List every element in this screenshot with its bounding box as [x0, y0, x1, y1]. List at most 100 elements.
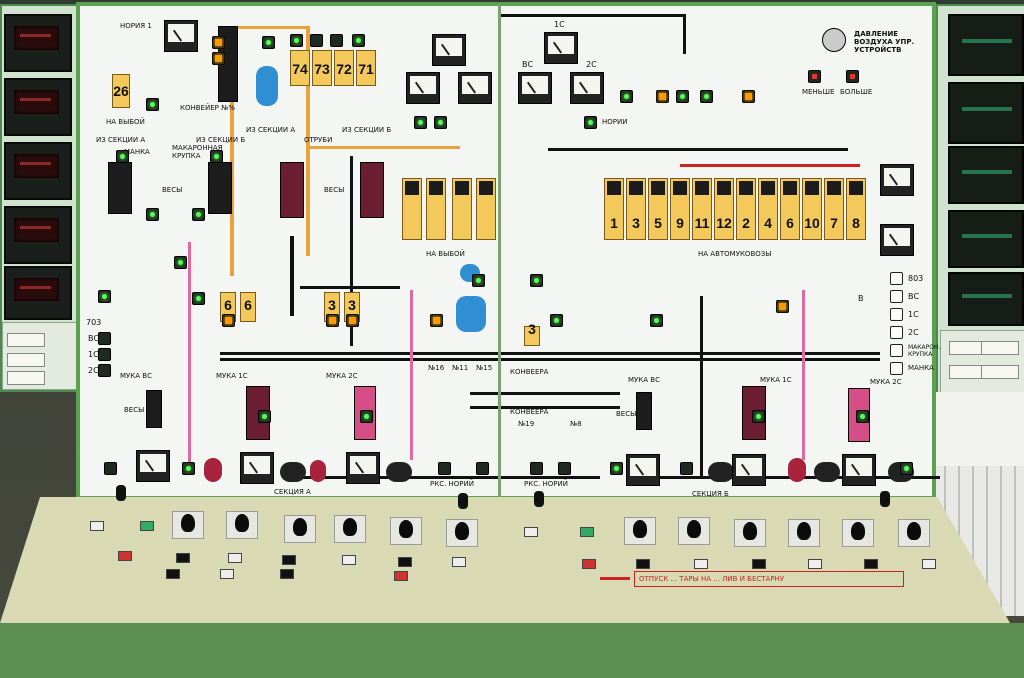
- bin-vyboy-3: [452, 178, 472, 240]
- indicator-lamp: [360, 410, 373, 423]
- truck-bin-4: 4: [758, 178, 778, 240]
- push-button[interactable]: [176, 553, 190, 563]
- label-konveera-low: КОНВЕЕРА: [510, 408, 549, 416]
- gauge-bottom-6: [842, 454, 876, 486]
- label-n11: №11: [452, 364, 469, 372]
- push-button[interactable]: [580, 527, 594, 537]
- push-button[interactable]: [228, 553, 242, 563]
- less-lamp: [808, 70, 821, 83]
- scale-left-a: [108, 162, 132, 214]
- panel-divider: [498, 4, 501, 498]
- label-muka-2c-right: МУКА 2С: [870, 378, 902, 386]
- indicator-lamp: [212, 36, 225, 49]
- indicator-lamp: [116, 150, 129, 163]
- label-muka-1c-left: МУКА 1С: [216, 372, 248, 380]
- indicator-lamp: [558, 462, 571, 475]
- legend-manka-lamp: [890, 362, 903, 375]
- rotary-knob[interactable]: [390, 517, 422, 545]
- push-button[interactable]: [280, 569, 294, 579]
- push-button[interactable]: [752, 559, 766, 569]
- toggle-switch[interactable]: [534, 491, 544, 507]
- gauge-bottom-4: [626, 454, 660, 486]
- indicator-lamp: [530, 274, 543, 287]
- push-button[interactable]: [864, 559, 878, 569]
- label-manka: МАНКА: [124, 148, 150, 156]
- toggle-switch[interactable]: [880, 491, 890, 507]
- label-na-vyboy-mid: НА ВЫБОЙ: [426, 250, 465, 258]
- label-vesy-left: ВЕСЫ: [162, 186, 183, 194]
- indicator-lamp: [222, 314, 235, 327]
- gauge-bc: [518, 72, 552, 104]
- label-air-pressure: ДАВЛЕНИЕ ВОЗДУХА УПР. УСТРОЙСТВ: [854, 30, 915, 54]
- indicator-lamp: [856, 410, 869, 423]
- truck-bin-7: 7: [824, 178, 844, 240]
- gauge-bottom-2: [240, 452, 274, 484]
- label-n15: №15: [476, 364, 493, 372]
- toggle-switch[interactable]: [458, 493, 468, 509]
- truck-bin-11: 11: [692, 178, 712, 240]
- right-rack-switches: [940, 330, 1024, 394]
- left-meter-4: [4, 206, 72, 264]
- push-button[interactable]: [342, 555, 356, 565]
- push-button[interactable]: [220, 569, 234, 579]
- indicator-lamp: [262, 36, 275, 49]
- rotary-knob[interactable]: [284, 515, 316, 543]
- gauge-1c: [544, 32, 578, 64]
- footer-strip: ОТПУСК ... ТАРЫ НА ... ЛИВ И БЕСТАРНУ: [634, 571, 904, 587]
- blue-cyclone-top: [256, 66, 278, 106]
- indicator-lamp: [610, 462, 623, 475]
- rotary-knob[interactable]: [226, 511, 258, 539]
- push-button[interactable]: [452, 557, 466, 567]
- gauge-bottom-1: [136, 450, 170, 482]
- label-sekciya-b: СЕКЦИЯ Б: [692, 490, 729, 498]
- right-display-3: [948, 146, 1024, 204]
- push-button[interactable]: [922, 559, 936, 569]
- label-n19: №19: [518, 420, 535, 428]
- push-button[interactable]: [140, 521, 154, 531]
- push-button[interactable]: [282, 555, 296, 565]
- mixer-bottom-2: [280, 462, 306, 482]
- push-button[interactable]: [398, 557, 412, 567]
- rotary-knob[interactable]: [734, 519, 766, 547]
- push-button[interactable]: [636, 559, 650, 569]
- rotary-knob[interactable]: [334, 515, 366, 543]
- rotary-knob[interactable]: [624, 517, 656, 545]
- push-button[interactable]: [694, 559, 708, 569]
- push-button[interactable]: [90, 521, 104, 531]
- push-button[interactable]: [808, 559, 822, 569]
- push-button[interactable]: [166, 569, 180, 579]
- mixer-bottom-3: [310, 460, 326, 482]
- rotary-knob[interactable]: [898, 519, 930, 547]
- right-instrument-rack: [936, 4, 1024, 396]
- indicator-lamp: [900, 462, 913, 475]
- rotary-knob[interactable]: [446, 519, 478, 547]
- bin-vyboy-2: [426, 178, 446, 240]
- legend-left-bc: ВС: [88, 334, 100, 343]
- gauge-bottom-5: [732, 454, 766, 486]
- legend-bc: ВС: [908, 292, 920, 301]
- rotary-knob[interactable]: [842, 519, 874, 547]
- toggle-switch[interactable]: [116, 485, 126, 501]
- truck-bin-12: 12: [714, 178, 734, 240]
- rotary-knob[interactable]: [172, 511, 204, 539]
- mimic-panel: НОРИЯ 1 26 НА ВЫБОЙ КОНВЕЙЕР №% ИЗ СЕКЦИ…: [76, 2, 940, 500]
- right-display-5: [948, 272, 1024, 326]
- ammeter-gauge: [164, 20, 198, 52]
- rotary-knob[interactable]: [678, 517, 710, 545]
- push-button[interactable]: [582, 559, 596, 569]
- indicator-lamp: [472, 274, 485, 287]
- label-konveera-mid: КОНВЕЕРА: [510, 368, 549, 376]
- push-button[interactable]: [118, 551, 132, 561]
- legend-makar: МАКАРОН. КРУПКА: [908, 344, 941, 358]
- legend-manka: МАНКА: [908, 364, 934, 372]
- bin-73: 73: [312, 50, 332, 86]
- push-button[interactable]: [394, 571, 408, 581]
- indicator-lamp: [700, 90, 713, 103]
- label-muka-bc-right: МУКА ВС: [628, 376, 660, 384]
- label-less: МЕНЬШЕ: [802, 88, 835, 96]
- indicator-lamp: [174, 256, 187, 269]
- push-button[interactable]: [524, 527, 538, 537]
- right-display-4: [948, 210, 1024, 268]
- rotary-knob[interactable]: [788, 519, 820, 547]
- indicator-lamp: [584, 116, 597, 129]
